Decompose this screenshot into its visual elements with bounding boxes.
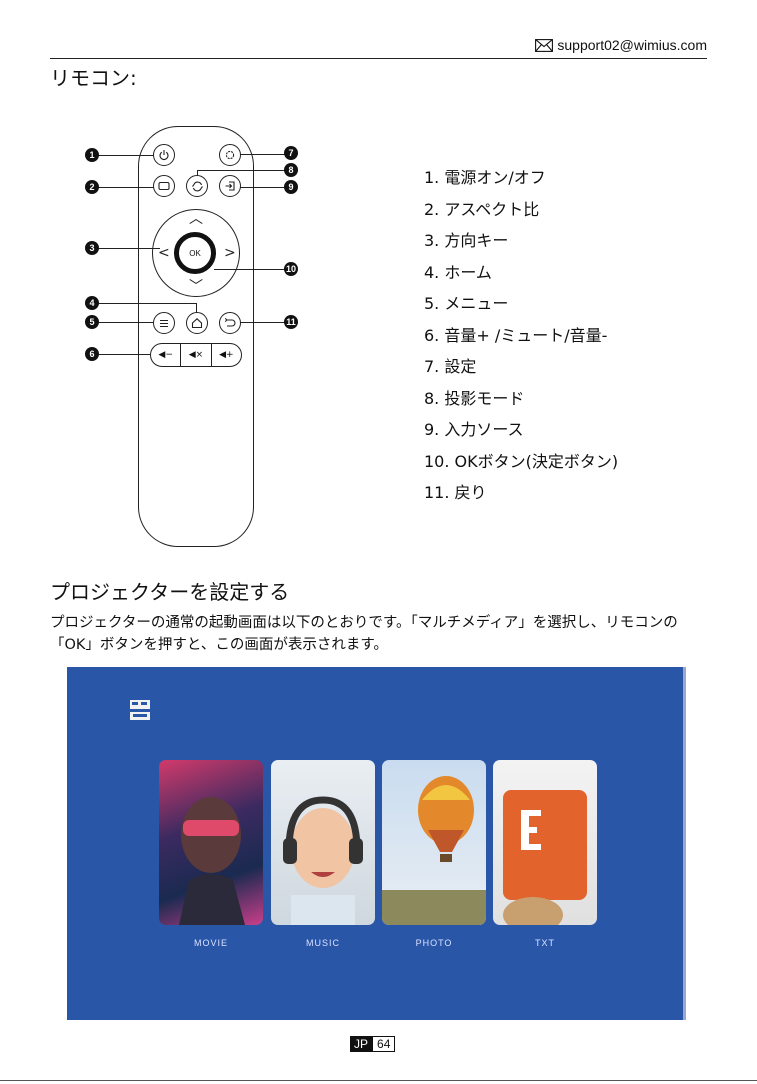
music-thumbnail [271, 760, 375, 925]
leader-line [240, 322, 286, 323]
music-card[interactable] [271, 760, 375, 925]
volume-up-icon: ◀+ [211, 344, 241, 366]
leader-line [98, 248, 160, 249]
callout-5: 5 [85, 315, 99, 329]
menu-icon [159, 319, 169, 328]
page-number-badge: JP 64 [350, 1036, 395, 1052]
leader-line [98, 354, 151, 355]
rotate-icon [191, 180, 204, 193]
settings-button [219, 144, 241, 166]
callout-number: 5 [89, 317, 94, 327]
aspect-ratio-icon [158, 181, 170, 191]
callout-9: 9 [284, 180, 298, 194]
volume-down-icon: ◀− [151, 344, 180, 366]
ok-label: OK [189, 249, 201, 258]
callout-number: 6 [89, 349, 94, 359]
callout-number: 4 [89, 298, 94, 308]
leader-line [98, 303, 197, 304]
legend-item: 10. OKボタン(決定ボタン) [424, 446, 618, 478]
card-label-music: MUSIC [271, 938, 375, 948]
callout-number: 7 [288, 148, 293, 158]
page-number: 64 [372, 1036, 395, 1052]
leader-line [196, 303, 197, 313]
leader-line [197, 170, 198, 176]
legend-item: 7. 設定 [424, 351, 618, 383]
language-tag: JP [350, 1036, 372, 1052]
input-source-button [219, 175, 241, 197]
txt-card[interactable] [493, 760, 597, 925]
home-button [186, 312, 208, 334]
setup-paragraph: プロジェクターの通常の起動画面は以下のとおりです。「マルチメディア」を選択し、リ… [50, 612, 710, 656]
callout-4: 4 [85, 296, 99, 310]
chevron-up-icon: ︿ [189, 212, 203, 226]
callout-number: 9 [288, 182, 293, 192]
callout-7: 7 [284, 146, 298, 160]
leader-line [240, 187, 286, 188]
projection-mode-button [186, 175, 208, 197]
leader-line [98, 187, 154, 188]
home-icon [191, 317, 203, 329]
callout-6: 6 [85, 347, 99, 361]
card-label-photo: PHOTO [382, 938, 486, 948]
email-text[interactable]: support02@wimius.com [557, 37, 707, 53]
input-source-icon [224, 180, 236, 192]
card-label-movie: MOVIE [159, 938, 263, 948]
callout-3: 3 [85, 241, 99, 255]
legend-item: 2. アスペクト比 [424, 194, 618, 226]
gear-icon [224, 149, 236, 161]
leader-line [197, 170, 286, 171]
setup-title: プロジェクターを設定する [50, 576, 289, 605]
leader-line [98, 155, 154, 156]
support-email: support02@wimius.com [535, 37, 707, 53]
leader-line [214, 269, 286, 270]
movie-thumbnail [159, 760, 263, 925]
menu-button [153, 312, 175, 334]
header-divider [50, 58, 707, 59]
legend-item: 5. メニュー [424, 288, 618, 320]
aspect-ratio-button [153, 175, 175, 197]
card-label-txt: TXT [493, 938, 597, 948]
envelope-icon [535, 39, 553, 52]
photo-thumbnail [382, 760, 486, 925]
legend-item: 3. 方向キー [424, 225, 618, 257]
callout-8: 8 [284, 163, 298, 177]
legend-item: 1. 電源オン/オフ [424, 162, 618, 194]
callout-2: 2 [85, 180, 99, 194]
volume-bar: ◀− ◀× ◀+ [150, 343, 242, 367]
legend-item: 11. 戻り [424, 477, 618, 509]
callout-number: 11 [286, 317, 296, 327]
callout-number: 8 [288, 165, 293, 175]
callout-number: 2 [89, 182, 94, 192]
back-button [219, 312, 241, 334]
legend-item: 8. 投影モード [424, 383, 618, 415]
bottom-divider [0, 1080, 757, 1081]
return-icon [224, 318, 236, 328]
legend-item: 4. ホーム [424, 257, 618, 289]
callout-number: 1 [89, 150, 94, 160]
callout-11: 11 [284, 315, 298, 329]
power-button [153, 144, 175, 166]
chevron-right-icon: > [224, 246, 236, 260]
callout-number: 10 [286, 264, 296, 274]
callout-number: 3 [89, 243, 94, 253]
remote-section-title: リモコン: [50, 62, 137, 91]
usb-logo-icon [129, 697, 151, 723]
text-thumbnail [493, 760, 597, 925]
callout-1: 1 [85, 148, 99, 162]
chevron-down-icon: ﹀ [189, 280, 203, 294]
power-icon [158, 149, 170, 161]
leader-line [98, 322, 154, 323]
remote-legend: 1. 電源オン/オフ 2. アスペクト比 3. 方向キー 4. ホーム 5. メ… [424, 162, 618, 509]
callout-10: 10 [284, 262, 298, 276]
legend-item: 9. 入力ソース [424, 414, 618, 446]
leader-line [240, 154, 286, 155]
mute-icon: ◀× [180, 344, 210, 366]
photo-card[interactable] [382, 760, 486, 925]
ok-button: OK [174, 232, 216, 274]
legend-item: 6. 音量+ /ミュート/音量- [424, 320, 618, 352]
movie-card[interactable] [159, 760, 263, 925]
